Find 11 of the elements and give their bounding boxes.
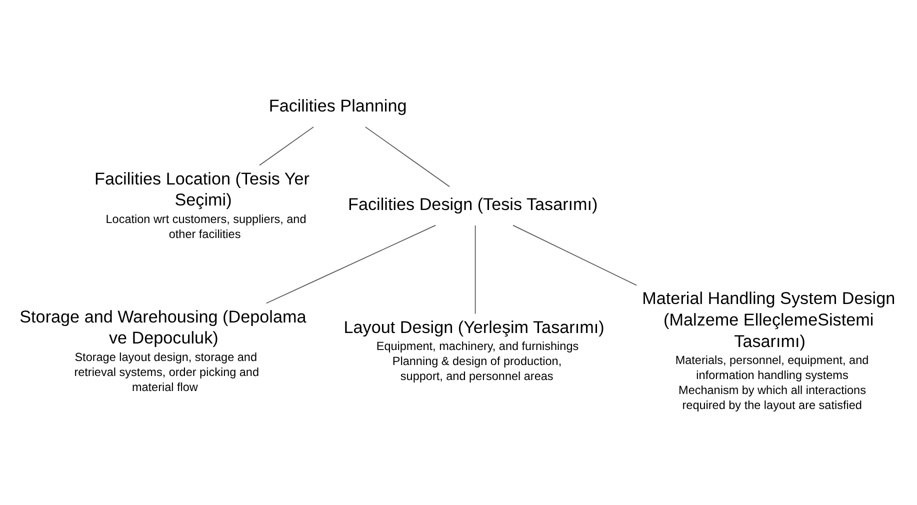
- node-text: Facilities Location (Tesis Yer Seçimi) Location wrt customers, suppliers, and other facilities: [94, 168, 309, 240]
- connector: [258, 126, 314, 166]
- connector: [265, 224, 436, 304]
- node-text: Layout Design (Yerleşim Tasarımı) Equipment, machinery, and furnishings Planning & design of production, support, and personnel areas: [343, 318, 604, 383]
- node-text: Facilities Design (Tesis Tasarımı): [348, 194, 598, 214]
- node-text: Material Handling System Design (Malzeme ElleçlemeSistemi Tasarımı) Materials, personnel, equipment, and information handling systems Mechanism by which all interactions required by the layout are satisfied: [642, 288, 895, 412]
- node-text: Storage and Warehousing (Depolama ve Depoculuk) Storage layout design, storage and retrieval systems, order picking and material flow: [19, 306, 306, 394]
- connector: [512, 224, 636, 286]
- connector: [364, 126, 450, 187]
- connector: [474, 224, 476, 314]
- node-text: Facilities Planning: [268, 96, 406, 116]
